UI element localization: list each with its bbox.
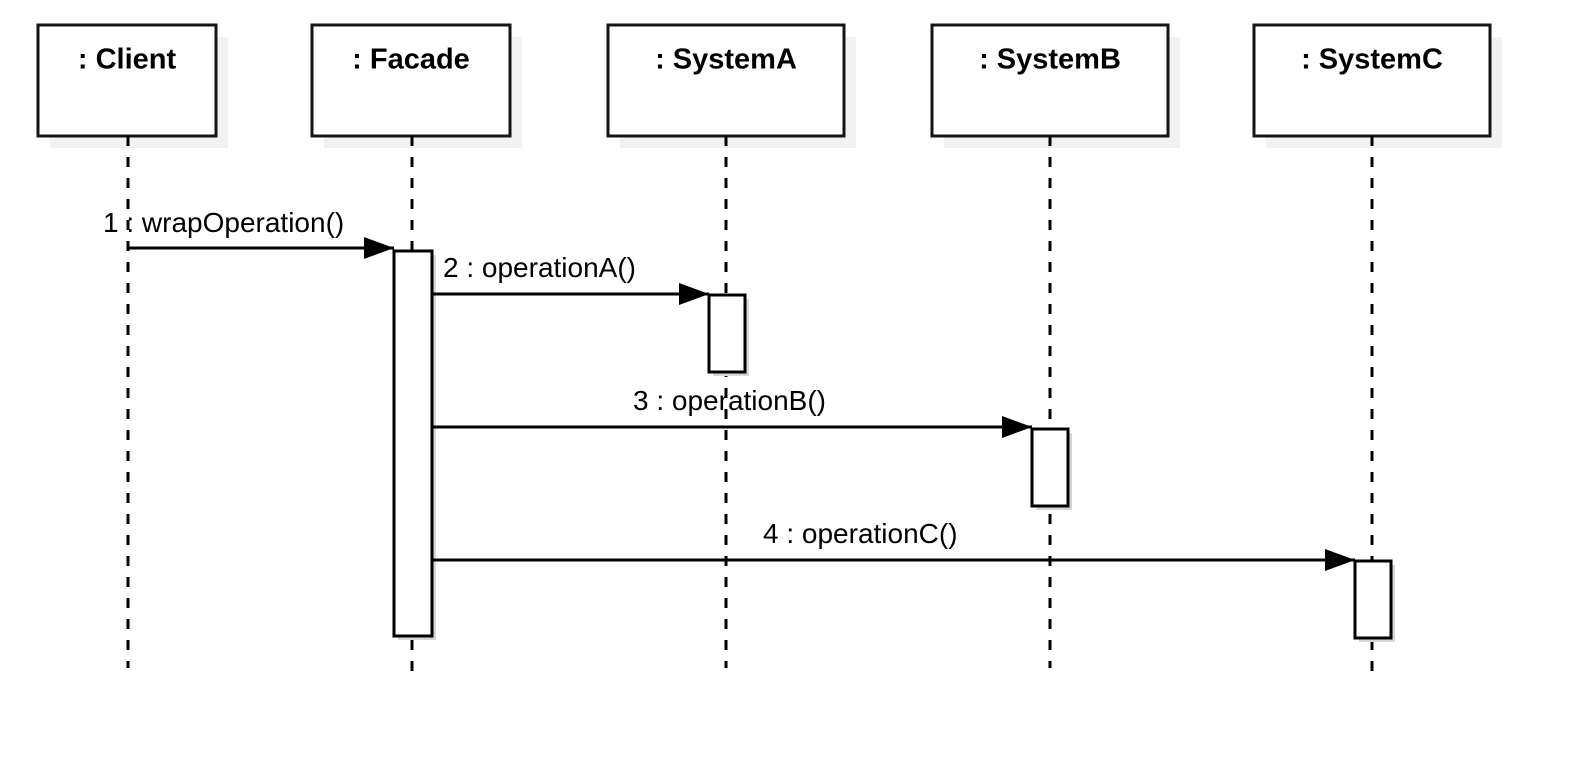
message-2: 2 : operationA() — [432, 252, 709, 305]
message-3: 3 : operationB() — [432, 385, 1032, 438]
messages-layer: 1 : wrapOperation() 2 : operationA() 3 : o… — [103, 207, 1355, 571]
lifeline-header-box-facade[interactable] — [310, 23, 512, 138]
lifeline-systemc: : SystemC — [1252, 23, 1502, 682]
message-label-1: 1 : wrapOperation() — [103, 207, 344, 238]
lifeline-header-box-systema[interactable] — [606, 23, 846, 138]
message-arrowhead-1 — [364, 237, 394, 259]
message-1: 1 : wrapOperation() — [103, 207, 394, 259]
lifeline-label-systemb: : SystemB — [979, 44, 1121, 76]
lifeline-systemb: : SystemB — [930, 23, 1180, 668]
facade-activation — [392, 249, 436, 640]
lifeline-header-box-systemc[interactable] — [1252, 23, 1492, 138]
lifeline-header-box-systemb[interactable] — [930, 23, 1170, 138]
systemc-activation — [1353, 559, 1395, 642]
lifeline-facade: : Facade — [310, 23, 522, 682]
message-arrowhead-4 — [1325, 549, 1355, 571]
lifeline-client: : Client — [36, 23, 228, 668]
systemb-activation — [1030, 427, 1072, 510]
systemb-activation-bar[interactable] — [1030, 427, 1070, 508]
systemc-activation-bar[interactable] — [1353, 559, 1393, 640]
lifeline-label-facade: : Facade — [352, 44, 470, 76]
systema-activation-bar[interactable] — [707, 293, 747, 374]
activations-layer — [392, 249, 1395, 642]
systema-activation — [707, 293, 749, 376]
lifeline-label-client: : Client — [78, 44, 177, 76]
lifeline-label-systemc: : SystemC — [1301, 44, 1443, 76]
lifelines-layer: : Client : Facade : SystemA : SystemB : Syst… — [36, 23, 1502, 682]
message-arrowhead-2 — [679, 283, 709, 305]
message-arrowhead-3 — [1002, 416, 1032, 438]
message-label-4: 4 : operationC() — [763, 518, 958, 549]
lifeline-header-box-client[interactable] — [36, 23, 218, 138]
message-label-2: 2 : operationA() — [443, 252, 636, 283]
message-4: 4 : operationC() — [432, 518, 1355, 571]
facade-activation-bar[interactable] — [392, 249, 434, 638]
message-label-3: 3 : operationB() — [633, 385, 826, 416]
lifeline-systema: : SystemA — [606, 23, 856, 668]
lifeline-label-systema: : SystemA — [655, 44, 797, 76]
